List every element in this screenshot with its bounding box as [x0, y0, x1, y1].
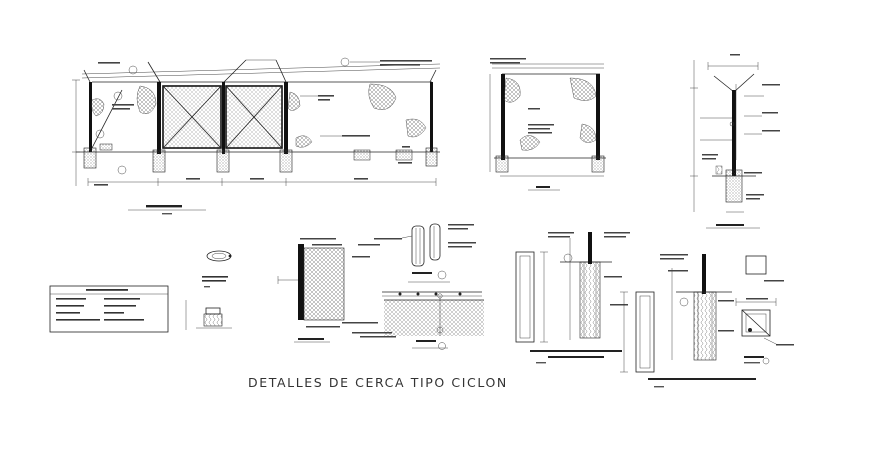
detail-tensor-2	[374, 223, 476, 283]
detail-post-clamp	[185, 250, 232, 330]
detail-perimeter-post-foundation	[515, 232, 630, 364]
detail-joint-3	[342, 291, 484, 350]
detail-mesh-1	[277, 238, 380, 343]
detail-terminal-post	[690, 54, 780, 229]
sheet-title: DETALLES DE CERCA TIPO CICLON	[248, 375, 508, 390]
detail-gate-elevation	[72, 57, 441, 215]
detail-intermediate-post-foundation	[620, 254, 794, 388]
materials-table	[49, 285, 169, 333]
detail-fence-panel	[489, 58, 606, 191]
